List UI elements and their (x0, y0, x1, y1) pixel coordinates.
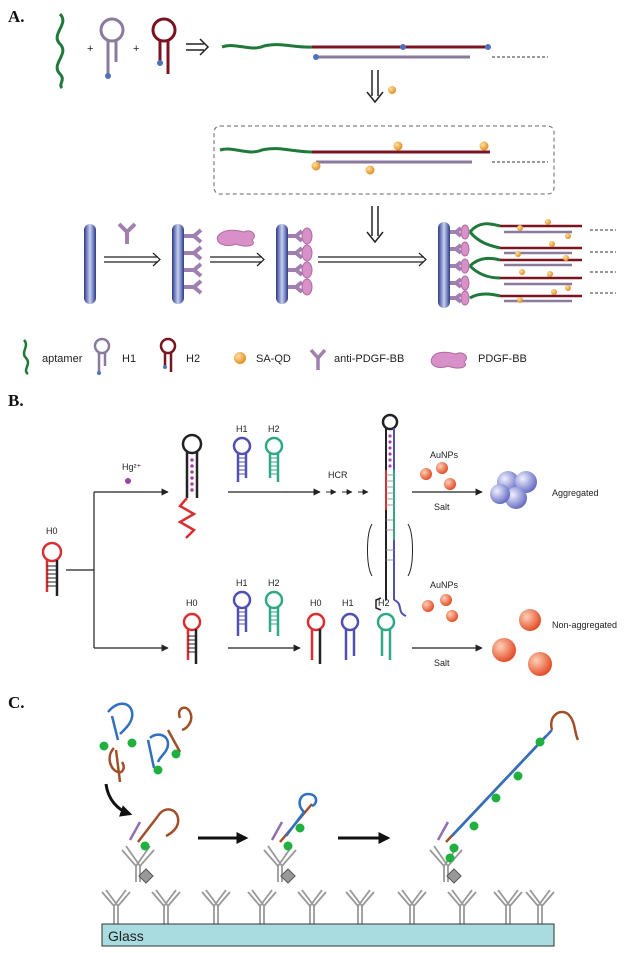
b-aunps-label-top: AuNPs (430, 450, 459, 460)
b-hg-ion-dot (125, 478, 131, 484)
legend-a: aptamer H1 H2 SA-QD anti (22, 337, 527, 376)
saqd-dot (388, 86, 396, 94)
b-h1-label-bottom: H1 (236, 578, 248, 588)
pdgf-icon-free (216, 229, 255, 247)
electrode-antibody-array (184, 228, 203, 295)
legend-h1-icon (93, 337, 111, 375)
capture-antibody (525, 889, 555, 924)
b-hcr-label: HCR (328, 470, 348, 480)
legend-saqd-label: SA-QD (256, 353, 291, 365)
panel-a-label: A. (8, 7, 25, 26)
panel-a: A. + + (8, 7, 616, 376)
b-h0-hairpin-initial (41, 541, 63, 596)
plus-sign-1: + (87, 43, 93, 55)
b-h1-label-top: H1 (236, 424, 248, 434)
antibody-icon-free (117, 222, 137, 244)
b-h0-hg-complex (177, 433, 203, 539)
b-h1-label-mix: H1 (342, 598, 354, 608)
c-antibody-array (101, 889, 555, 924)
b-h2-hairpin-bottom (264, 590, 284, 636)
b-h0-label-bottom: H0 (186, 598, 198, 608)
b-h2-label-top: H2 (268, 424, 280, 434)
b-h1-hairpin-top (232, 436, 252, 482)
b-h1-hairpin-bottom (232, 590, 252, 636)
b-aunps-bottom (422, 594, 458, 622)
down-arrow-1 (366, 70, 384, 104)
capture-antibody (397, 889, 427, 924)
arrow-step-1 (104, 252, 161, 267)
capture-antibody (297, 889, 327, 924)
plus-sign-2: + (133, 43, 139, 55)
c-free-probes (107, 702, 193, 783)
capture-antibody (493, 889, 523, 924)
c-glass-label: Glass (108, 928, 144, 944)
legend-antibody-icon (309, 348, 327, 370)
implies-arrow-1 (186, 38, 210, 56)
b-h2-label-bottom: H2 (268, 578, 280, 588)
hcr-product-labeled (219, 141, 548, 175)
down-arrow-2 (366, 206, 384, 244)
capture-antibody (247, 889, 277, 924)
b-h0-hairpin-bottom (182, 612, 202, 664)
b-hg-label: Hg²⁺ (122, 462, 142, 472)
b-aunps-top (420, 462, 456, 490)
c-free-probe-dyes (99, 738, 181, 775)
c-glass-slide (101, 923, 555, 947)
capture-antibody (201, 889, 231, 924)
b-h2-label-mix: H2 (378, 598, 390, 608)
b-salt-label-top: Salt (434, 502, 450, 512)
b-nonaggregated-particles (492, 609, 552, 676)
electrode-bare (84, 224, 96, 304)
legend-h2-icon (159, 337, 177, 372)
legend-aptamer-icon (22, 339, 30, 376)
legend-h1-label: H1 (122, 353, 136, 365)
b-mix-hairpins (306, 612, 396, 664)
b-h0-label-mix: H0 (310, 598, 322, 608)
c-curved-arrow (104, 783, 133, 817)
b-h0-label-left: H0 (46, 526, 58, 536)
capture-antibody (101, 889, 131, 924)
electrode-final (438, 222, 450, 308)
panel-b-label: B. (8, 391, 24, 410)
legend-pdgf-icon (430, 351, 467, 369)
b-aggregated-label: Aggregated (552, 488, 599, 498)
b-aunps-label-bottom: AuNPs (430, 580, 459, 590)
legend-pdgf-label: PDGF-BB (478, 353, 527, 365)
electrode-final-assembly (450, 219, 616, 306)
b-hcr-product (367, 413, 413, 617)
panel-c: C. (8, 693, 580, 947)
c-complex-3 (429, 710, 580, 884)
legend-h2-label: H2 (186, 353, 200, 365)
h1-hairpin (99, 17, 125, 79)
capture-antibody (151, 889, 181, 924)
c-complex-1 (121, 808, 180, 884)
electrode-antibody (172, 224, 184, 304)
electrode-pdgf-array (288, 227, 313, 296)
capture-antibody (345, 889, 375, 924)
capture-antibody (447, 889, 477, 924)
h2-hairpin (151, 17, 177, 74)
b-branch-lines (66, 488, 169, 652)
arrow-step-3 (318, 252, 427, 267)
b-aggregated-particles (490, 471, 537, 509)
aptamer-strand (55, 12, 65, 90)
dashed-box (213, 125, 555, 195)
arrow-step-2 (210, 252, 265, 267)
legend-aptamer-label: aptamer (42, 353, 83, 365)
c-complex-2 (263, 792, 318, 884)
legend-saqd-icon (234, 352, 246, 364)
hcr-product-top (221, 43, 548, 60)
legend-anti-label: anti-PDGF-BB (334, 353, 404, 365)
electrode-antibody-pdgf (276, 224, 288, 304)
b-salt-label-bottom: Salt (434, 658, 450, 668)
b-nonaggregated-label: Non-aggregated (552, 620, 617, 630)
panel-b: B. H0 Hg²⁺ (8, 391, 617, 676)
panel-c-label: C. (8, 693, 25, 712)
b-h2-hairpin-top (264, 436, 284, 482)
